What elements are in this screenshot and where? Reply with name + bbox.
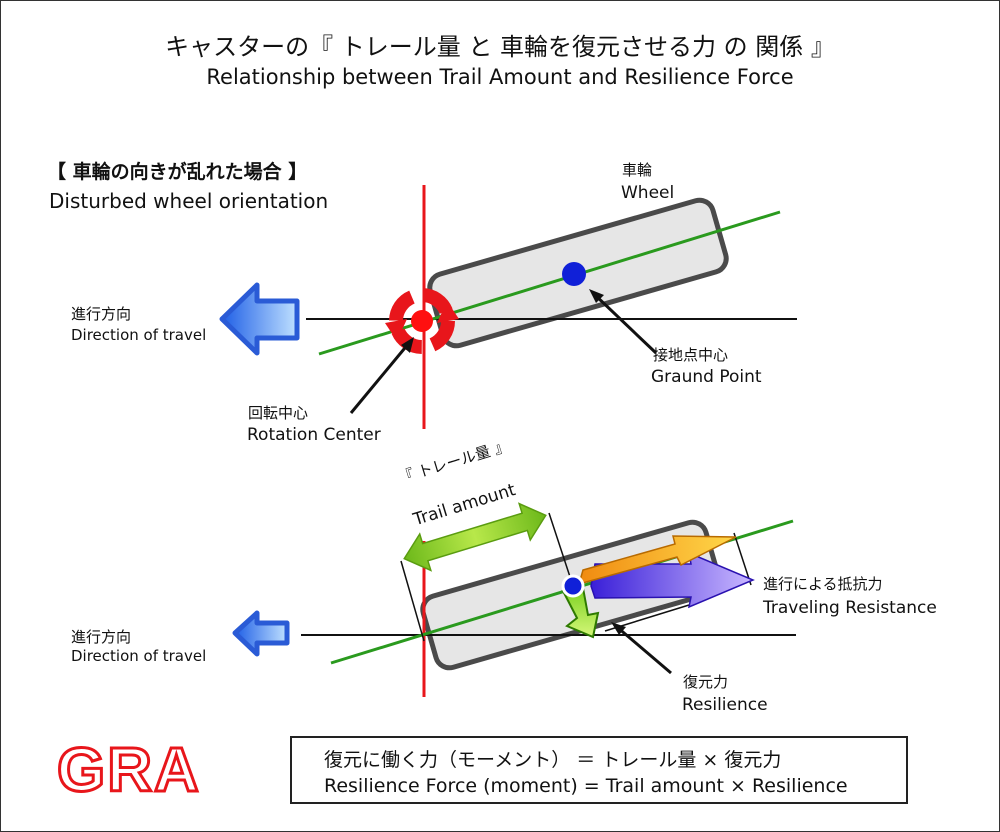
ground-point-label-en: Graund Point	[651, 367, 762, 387]
resistance-label-en: Traveling Resistance	[763, 598, 937, 618]
wheel-label-en: Wheel	[621, 183, 675, 203]
formula-line-japanese: 復元に働く力（モーメント） ＝ トレール量 × 復元力	[324, 749, 782, 771]
upper-ground-point	[562, 262, 586, 286]
upper-direction-arrow-icon	[219, 282, 300, 356]
rotation-center-pointer	[349, 337, 414, 414]
ground-point-pointer	[589, 289, 658, 355]
resilience-pointer	[611, 622, 672, 675]
resilience-label-jp: 復元力	[683, 673, 729, 691]
section-heading-japanese: 【 車輪の向きが乱れた場合 】	[47, 161, 308, 183]
lower-direction-label-en: Direction of travel	[71, 647, 207, 665]
formula-line-english: Resilience Force (moment) = Trail amount…	[324, 775, 848, 797]
upper-wheel-centerline	[318, 210, 781, 356]
upper-direction-label-en: Direction of travel	[71, 326, 207, 344]
upper-direction-label-jp: 進行方向	[71, 305, 132, 323]
rotation-symbol-icon	[385, 288, 459, 354]
ground-point-label-jp: 接地点中心	[653, 346, 729, 364]
section-heading-english: Disturbed wheel orientation	[49, 189, 329, 213]
resilience-label-en: Resilience	[682, 695, 768, 715]
trail-extension-left	[400, 560, 425, 642]
resistance-extension	[733, 532, 752, 586]
title-english: Relationship between Trail Amount and Re…	[206, 65, 794, 89]
trail-direction-arrow-icon	[577, 535, 737, 586]
formula-box: 復元に働く力（モーメント） ＝ トレール量 × 復元力 Resilience F…	[290, 736, 908, 804]
resilience-arrow-icon	[561, 586, 600, 639]
resistance-label-jp: 進行による抵抗力	[763, 575, 883, 593]
lower-direction-label-jp: 進行方向	[71, 628, 132, 646]
wheel-label-jp: 車輪	[622, 161, 653, 179]
rotation-center-label-en: Rotation Center	[247, 425, 381, 445]
rotation-center-label-jp: 回転中心	[248, 404, 309, 422]
lower-direction-arrow-icon	[232, 610, 290, 657]
title-japanese: キャスターの『 トレール量 と 車輪を復元させる力 の 関係 』	[165, 33, 835, 61]
gra-logo: GRA	[57, 736, 201, 805]
trail-amount-arrow-icon	[403, 502, 547, 572]
lower-ground-point	[561, 574, 585, 598]
